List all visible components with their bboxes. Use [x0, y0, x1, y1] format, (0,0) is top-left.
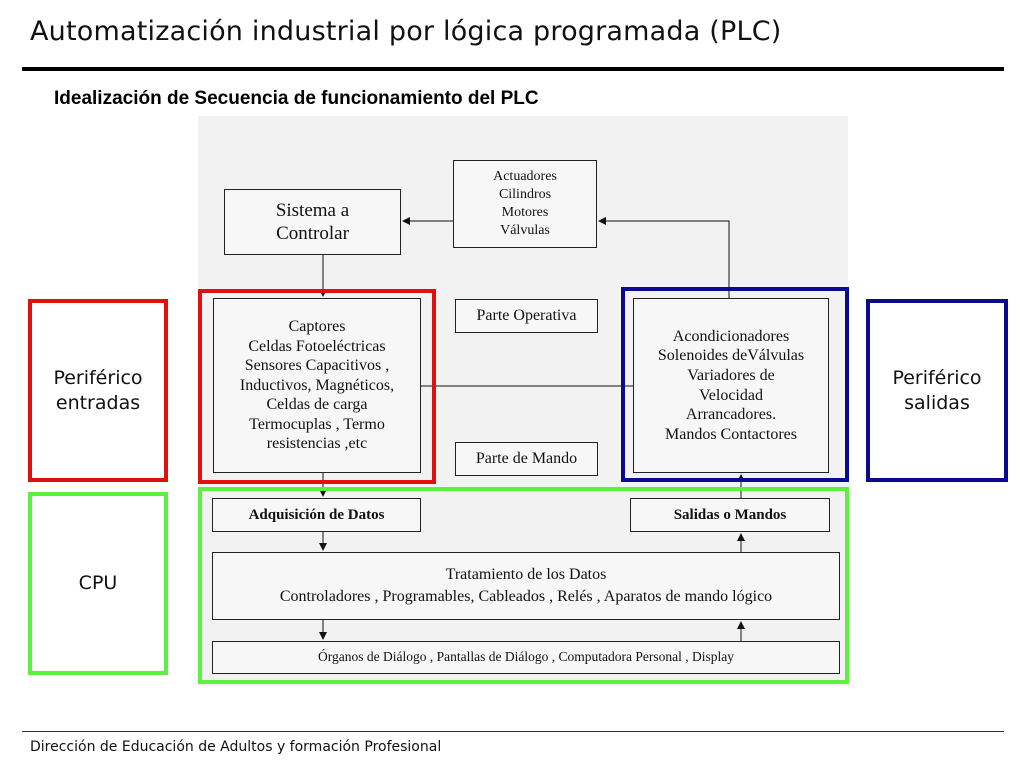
input-peripheral-line: Periférico — [53, 366, 143, 389]
data-processing-box: Tratamiento de los Datos Controladores ,… — [212, 552, 840, 620]
operative-part-label: Parte Operativa — [476, 307, 577, 325]
dialog-organs-label: Órganos de Diálogo , Pantallas de Diálog… — [318, 649, 734, 665]
data-acquisition-box: Adquisición de Datos — [212, 498, 421, 532]
actuators-line: Válvulas — [500, 222, 550, 238]
diagram-subtitle: Idealización de Secuencia de funcionamie… — [54, 88, 539, 109]
actuators-line: Cilindros — [498, 187, 552, 203]
conditioners-line: Solenoides deVálvulas — [657, 347, 805, 365]
sensors-box: Captores Celdas Fotoeléctricas Sensores … — [213, 298, 421, 473]
actuators-line: Motores — [501, 205, 549, 220]
data-processing-line: Tratamiento de los Datos — [445, 566, 607, 584]
conditioners-line: Mandos Contactores — [665, 425, 797, 443]
system-line: Sistema a — [275, 199, 350, 221]
title-divider — [22, 67, 1004, 71]
output-peripheral-label: Periférico salidas — [866, 299, 1008, 482]
conditioners-box: Acondicionadores Solenoides deVálvulas V… — [633, 298, 829, 473]
sensors-line: Captores — [288, 318, 346, 336]
command-part-box: Parte de Mando — [455, 442, 598, 476]
actuators-box: Actuadores Cilindros Motores Válvulas — [453, 160, 597, 248]
outputs-commands-label: Salidas o Mandos — [673, 506, 787, 523]
sensors-line: Inductivos, Magnéticos, — [239, 376, 395, 394]
output-peripheral-frame — [621, 287, 849, 482]
conditioners-line: Velocidad — [699, 386, 763, 404]
cpu-frame — [198, 487, 849, 684]
footer-divider — [22, 731, 1004, 732]
conditioners-line: Arrancadores. — [685, 406, 777, 424]
operative-part-box: Parte Operativa — [455, 299, 598, 333]
input-peripheral-line: entradas — [55, 391, 141, 414]
footer-text: Dirección de Educación de Adultos y form… — [30, 739, 442, 755]
system-box: Sistema a Controlar — [224, 189, 401, 255]
arrow-conditioners-to-actuators — [598, 217, 730, 298]
data-processing-line: Controladores , Programables, Cableados … — [279, 588, 773, 605]
input-peripheral-label: Periférico entradas — [28, 299, 168, 482]
system-line: Controlar — [276, 223, 349, 244]
cpu-label-text: CPU — [78, 572, 118, 595]
conditioners-line: Acondicionadores — [672, 327, 790, 345]
sensors-line: Sensores Capacitivos , — [244, 357, 390, 375]
sensors-line: Celdas Fotoeléctricas — [248, 337, 386, 355]
dialog-organs-box: Órganos de Diálogo , Pantallas de Diálog… — [212, 641, 840, 674]
slide-title: Automatización industrial por lógica pro… — [30, 16, 782, 47]
conditioners-line: Variadores de — [687, 366, 775, 384]
input-peripheral-frame — [198, 289, 436, 484]
outputs-commands-box: Salidas o Mandos — [630, 498, 830, 532]
sensors-line: resistencias ,etc — [266, 435, 368, 453]
cpu-label: CPU — [28, 492, 168, 675]
data-acquisition-label: Adquisición de Datos — [248, 506, 385, 523]
output-peripheral-line: salidas — [904, 391, 970, 414]
actuators-line: Actuadores — [493, 169, 557, 185]
command-part-label: Parte de Mando — [475, 450, 578, 468]
sensors-line: Termocuplas , Termo — [249, 415, 385, 433]
sensors-line: Celdas de carga — [266, 396, 368, 414]
output-peripheral-line: Periférico — [892, 366, 982, 389]
